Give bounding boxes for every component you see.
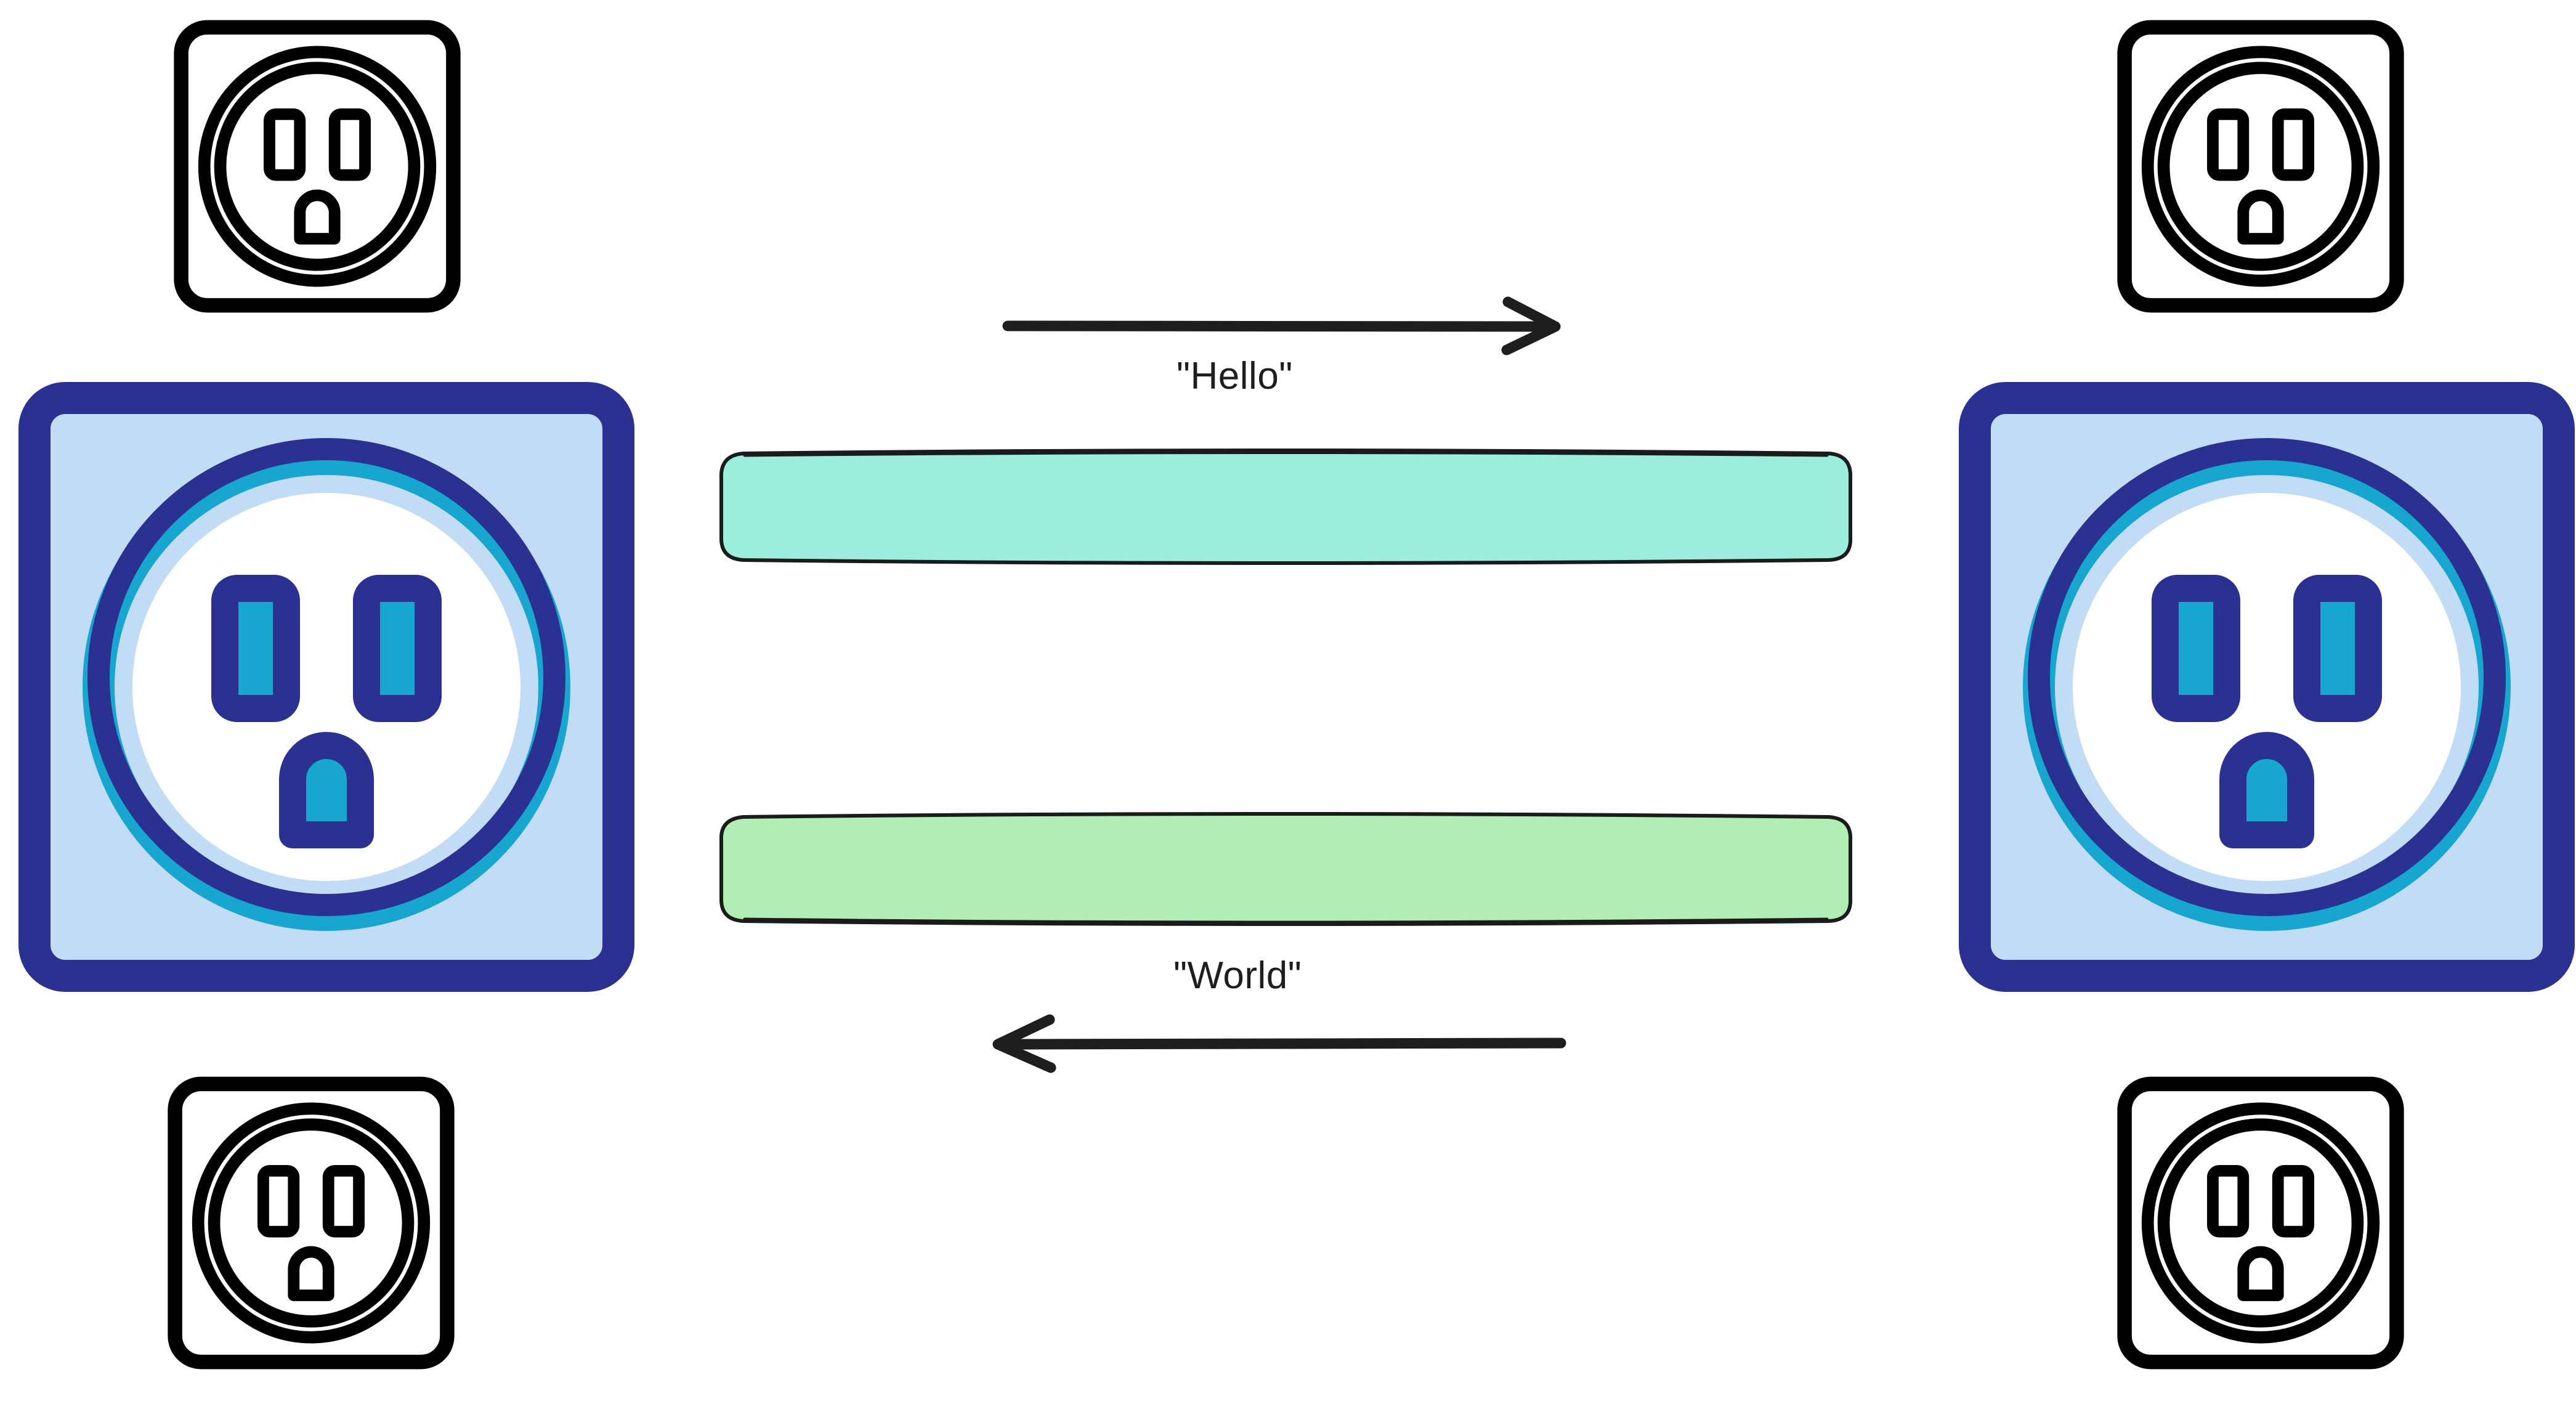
edge-label-hello: "Hello" <box>1177 355 1293 397</box>
arrow-right-icon <box>1002 296 1561 355</box>
arrow-left-icon <box>992 1014 1566 1073</box>
edge-arrow-world <box>986 1007 1571 1087</box>
message-bar-shape <box>719 812 1853 926</box>
message-bar-shape <box>719 449 1853 565</box>
power-outlet-icon <box>2117 1076 2404 1370</box>
power-outlet-right-main[interactable] <box>1959 382 2575 992</box>
message-bar-incoming[interactable] <box>718 812 1854 926</box>
power-outlet-top-right[interactable] <box>2116 18 2405 314</box>
power-outlet-top-left[interactable] <box>172 18 462 314</box>
power-outlet-bottom-right[interactable] <box>2116 1075 2405 1371</box>
edge-label-world: "World" <box>1173 954 1302 997</box>
power-outlet-icon <box>1959 382 2575 992</box>
edge-arrow-hello <box>998 290 1571 370</box>
message-bar-outgoing[interactable] <box>718 449 1854 565</box>
power-outlet-icon <box>174 20 461 313</box>
power-outlet-left-main[interactable] <box>18 382 634 992</box>
power-outlet-icon <box>168 1076 455 1370</box>
power-outlet-bottom-left[interactable] <box>166 1075 456 1371</box>
power-outlet-icon <box>2117 20 2404 313</box>
power-outlet-icon <box>18 382 634 992</box>
